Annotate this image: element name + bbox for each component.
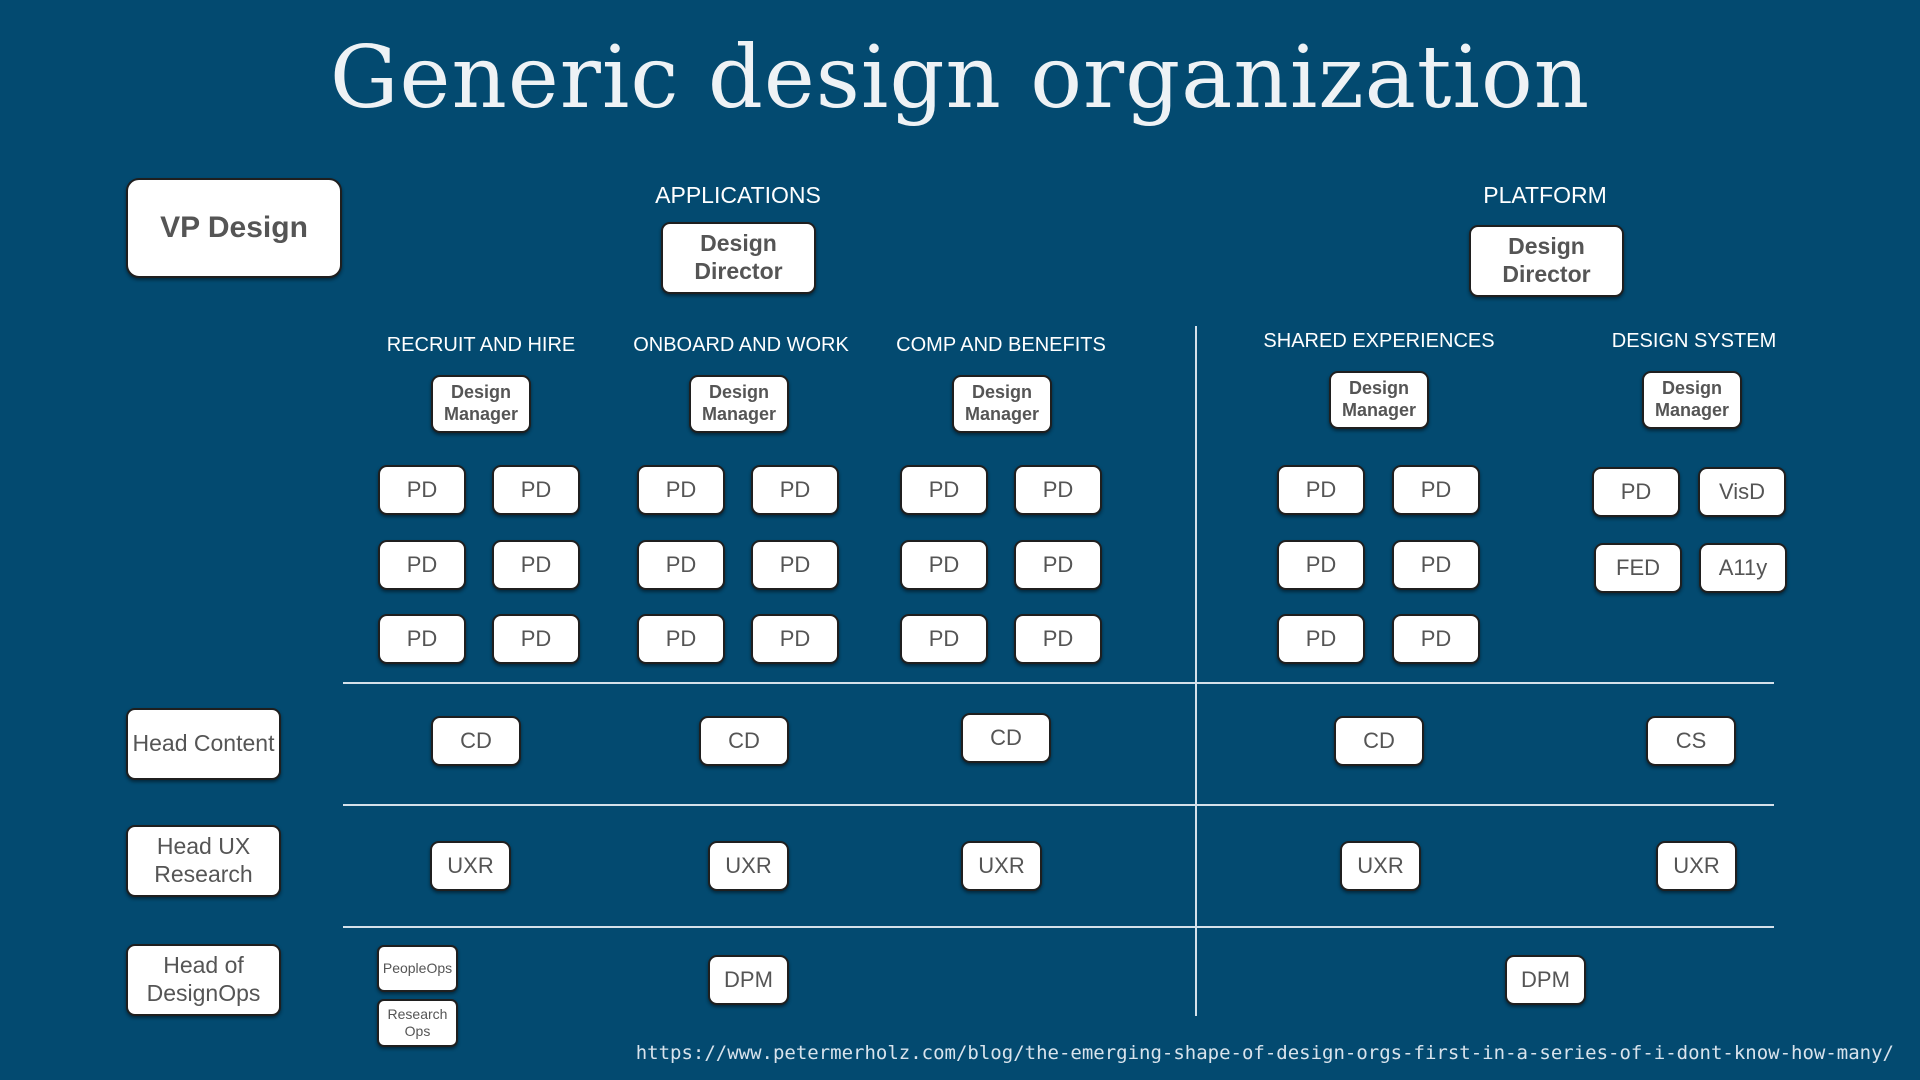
head-ux-research-box: Head UX Research xyxy=(126,825,281,897)
role-pd: PD xyxy=(1392,540,1480,590)
role-fed: FED xyxy=(1594,543,1682,593)
role-research-ops: Research Ops xyxy=(377,999,458,1047)
team-heading-recruit: RECRUIT AND HIRE xyxy=(386,334,576,356)
divider-research-row xyxy=(343,804,1774,806)
role-pd: PD xyxy=(751,540,839,590)
role-uxr: UXR xyxy=(708,841,789,891)
role-dpm-platform: DPM xyxy=(1505,955,1586,1005)
role-pd: PD xyxy=(492,614,580,664)
applications-heading: APPLICATIONS xyxy=(655,182,821,208)
role-peopleops: PeopleOps xyxy=(377,945,458,992)
role-pd: PD xyxy=(1277,465,1365,515)
role-dpm-applications: DPM xyxy=(708,955,789,1005)
role-visd: VisD xyxy=(1698,467,1786,517)
role-pd: PD xyxy=(492,540,580,590)
role-uxr: UXR xyxy=(1656,841,1737,891)
head-content-box: Head Content xyxy=(126,708,281,780)
divider-content-row xyxy=(343,682,1774,684)
platform-director-box: Design Director xyxy=(1469,225,1624,297)
design-manager-shared: Design Manager xyxy=(1329,371,1429,429)
role-pd: PD xyxy=(1392,465,1480,515)
team-heading-onboard: ONBOARD AND WORK xyxy=(633,334,849,356)
design-manager-recruit: Design Manager xyxy=(431,375,531,433)
role-a11y: A11y xyxy=(1699,543,1787,593)
role-pd: PD xyxy=(378,465,466,515)
head-designops-box: Head of DesignOps xyxy=(126,944,281,1016)
role-pd: PD xyxy=(1392,614,1480,664)
role-pd: PD xyxy=(900,540,988,590)
role-pd: PD xyxy=(637,540,725,590)
applications-director-box: Design Director xyxy=(661,222,816,294)
role-uxr: UXR xyxy=(430,841,511,891)
role-pd: PD xyxy=(1014,465,1102,515)
design-manager-design-system: Design Manager xyxy=(1642,371,1742,429)
role-pd: PD xyxy=(1014,614,1102,664)
divider-applications-platform xyxy=(1195,326,1197,1016)
team-heading-comp: COMP AND BENEFITS xyxy=(896,334,1106,356)
role-pd: PD xyxy=(378,540,466,590)
role-pd: PD xyxy=(900,614,988,664)
team-heading-design-system: DESIGN SYSTEM xyxy=(1611,330,1777,352)
role-pd: PD xyxy=(1592,467,1680,517)
role-pd: PD xyxy=(1277,614,1365,664)
platform-heading: PLATFORM xyxy=(1483,182,1607,208)
role-uxr: UXR xyxy=(1340,841,1421,891)
team-heading-shared: SHARED EXPERIENCES xyxy=(1263,330,1495,352)
role-cd: CD xyxy=(1334,716,1424,766)
role-cs: CS xyxy=(1646,716,1736,766)
role-cd: CD xyxy=(699,716,789,766)
role-pd: PD xyxy=(1277,540,1365,590)
role-pd: PD xyxy=(1014,540,1102,590)
role-pd: PD xyxy=(751,614,839,664)
design-manager-onboard: Design Manager xyxy=(689,375,789,433)
role-pd: PD xyxy=(378,614,466,664)
role-pd: PD xyxy=(492,465,580,515)
role-uxr: UXR xyxy=(961,841,1042,891)
role-pd: PD xyxy=(900,465,988,515)
page-title: Generic design organization xyxy=(329,28,1591,128)
role-pd: PD xyxy=(637,465,725,515)
divider-designops-row xyxy=(343,926,1774,928)
role-cd: CD xyxy=(961,713,1051,763)
role-pd: PD xyxy=(637,614,725,664)
role-pd: PD xyxy=(751,465,839,515)
role-cd: CD xyxy=(431,716,521,766)
design-manager-comp: Design Manager xyxy=(952,375,1052,433)
source-url: https://www.petermerholz.com/blog/the-em… xyxy=(635,1042,1894,1064)
vp-design-box: VP Design xyxy=(126,178,342,278)
